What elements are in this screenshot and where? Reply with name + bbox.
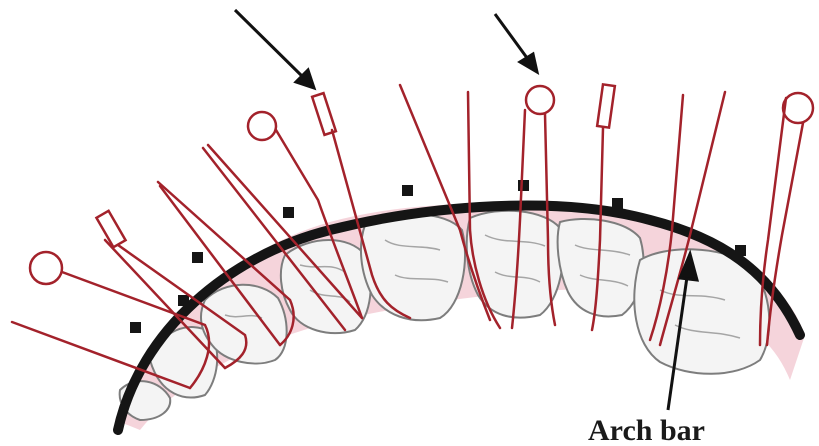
- arrow-to-eyelet: [495, 14, 530, 62]
- arch-bar-lug: [192, 252, 203, 263]
- wire-eyelet: [783, 93, 813, 123]
- arrow-head-icon: [520, 54, 537, 72]
- arch-bar-lug: [178, 295, 189, 306]
- wire-eyelet: [30, 252, 62, 284]
- wire-loop: [597, 84, 615, 127]
- arch-bar-lug: [130, 322, 141, 333]
- arrow-to-wire-loop: [235, 10, 306, 80]
- arch-bar-lug: [518, 180, 529, 191]
- arch-bar-lug: [402, 185, 413, 196]
- arch-bar-lug: [283, 207, 294, 218]
- wire-loop: [96, 211, 125, 247]
- arch-bar-label: Arch bar: [588, 414, 705, 446]
- wire-loop: [312, 93, 336, 135]
- wire-eyelet: [526, 86, 554, 114]
- arch-bar-lug: [735, 245, 746, 256]
- arch-bar-lug: [612, 198, 623, 209]
- wire-eyelet: [248, 112, 276, 140]
